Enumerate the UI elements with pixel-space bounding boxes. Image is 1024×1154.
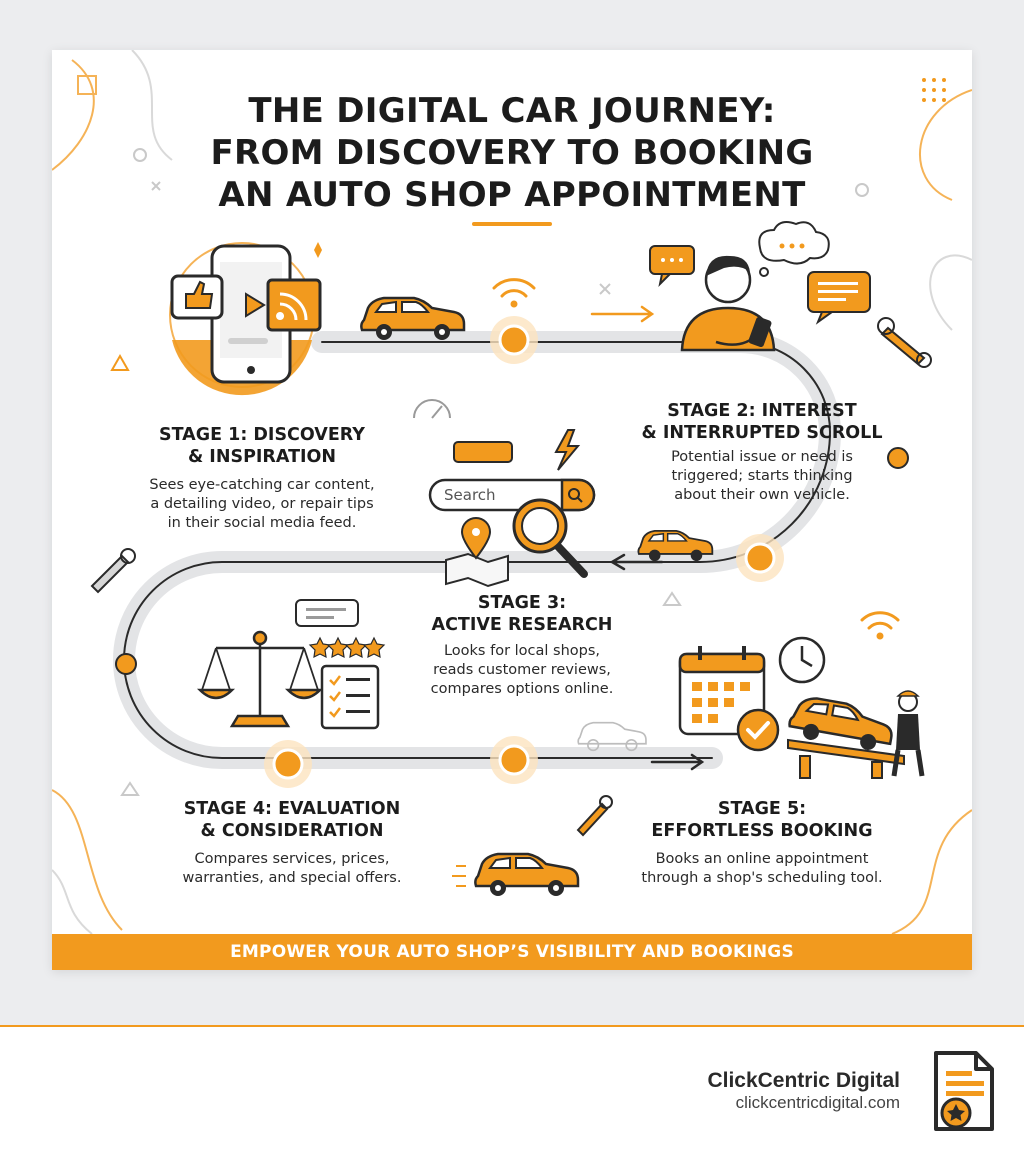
stage-1-title-line-2: & INSPIRATION (187, 447, 337, 467)
page-title: THE DIGITAL CAR JOURNEY: FROM DISCOVERY … (112, 90, 912, 216)
car-icon-bottom (474, 852, 580, 896)
car-icon (360, 296, 466, 340)
stage-3-title-line-2: ACTIVE RESEARCH (431, 615, 613, 635)
stage-1-title: STAGE 1: DISCOVERY & INSPIRATION (112, 424, 412, 468)
wrench-icon-bottom (576, 795, 613, 837)
stage-5-desc-line: Books an online appointment (655, 851, 869, 867)
wrench-icon-left (90, 548, 136, 594)
stage-3-title-line-1: STAGE 3: (477, 593, 567, 613)
person-phone-icon (680, 255, 776, 352)
stage-2-desc-line: triggered; starts thinking (671, 468, 853, 484)
stage-3-desc-line: compares options online. (430, 681, 614, 697)
title-line-2: FROM DISCOVERY TO BOOKING (210, 133, 814, 173)
milestone-nodes (115, 316, 909, 788)
stage-1-desc-line: in their social media feed. (167, 515, 357, 531)
car-outline-icon (577, 721, 647, 752)
stage-4-desc-line: Compares services, prices, (194, 851, 390, 867)
speech-bubble-icon (649, 245, 695, 288)
stage-5-title-line-2: EFFORTLESS BOOKING (651, 821, 873, 841)
stage-2-desc-line: about their own vehicle. (674, 487, 850, 503)
review-bubble-icon (295, 599, 359, 627)
stage-5-description: Books an online appointment through a sh… (602, 850, 922, 888)
stage-2-title-line-1: STAGE 2: INTEREST (667, 401, 857, 421)
decorative-marks (77, 75, 869, 796)
infographic-card: THE DIGITAL CAR JOURNEY: FROM DISCOVERY … (52, 50, 972, 970)
wifi-icon (492, 278, 536, 308)
footer-divider (0, 1025, 1024, 1027)
play-icon (245, 292, 266, 318)
stage-1-desc-line: Sees eye-catching car content, (149, 477, 375, 493)
stage-4-description: Compares services, prices, warranties, a… (132, 850, 452, 888)
clock-icon (778, 636, 826, 684)
stage-2-desc-line: Potential issue or need is (671, 449, 853, 465)
wifi-icon-right (860, 611, 900, 640)
stage-3-desc-line: Looks for local shops, (443, 643, 601, 659)
stage-4-title: STAGE 4: EVALUATION & CONSIDERATION (142, 798, 442, 842)
stage-4-title-line-1: STAGE 4: EVALUATION (183, 799, 401, 819)
stage-3-title: STAGE 3: ACTIVE RESEARCH (382, 592, 662, 636)
title-line-3: AN AUTO SHOP APPOINTMENT (218, 175, 806, 215)
stage-2-title: STAGE 2: INTEREST & INTERRUPTED SCROLL (612, 400, 912, 444)
title-line-1: THE DIGITAL CAR JOURNEY: (248, 91, 776, 131)
car-icon-small (637, 529, 714, 562)
footer: ClickCentric Digital clickcentricdigital… (0, 1027, 1024, 1154)
stage-2-title-line-2: & INTERRUPTED SCROLL (641, 423, 883, 443)
dot-grid (922, 78, 946, 102)
scales-icon (196, 630, 324, 728)
checklist-icon (320, 664, 380, 730)
stage-3-desc-line: reads customer reviews, (433, 662, 611, 678)
stage-3-description: Looks for local shops, reads customer re… (382, 642, 662, 699)
stage-2-description: Potential issue or need is triggered; st… (622, 448, 902, 505)
map-pin-icon (445, 517, 509, 588)
bottom-banner: EMPOWER YOUR AUTO SHOP’S VISIBILITY AND … (52, 934, 972, 970)
rss-icon (266, 278, 322, 332)
stage-4-title-line-2: & CONSIDERATION (200, 821, 384, 841)
thumbs-up-icon (170, 274, 224, 320)
stage-5-title: STAGE 5: EFFORTLESS BOOKING (612, 798, 912, 842)
car-lift-icon (787, 697, 905, 779)
gauge-icon (413, 399, 451, 419)
journey-artwork (52, 50, 972, 935)
brand-name: ClickCentric Digital (707, 1069, 900, 1092)
search-placeholder: Search (444, 486, 496, 504)
decorative-curves (52, 50, 972, 935)
thought-cloud-icon (758, 221, 830, 277)
stars-icon (308, 636, 386, 659)
document-star-icon (934, 1051, 994, 1131)
lightning-icon (453, 429, 581, 471)
calendar-icon (678, 646, 766, 736)
journey-path (112, 331, 842, 769)
title-underline (472, 222, 552, 226)
chat-lines-icon (807, 271, 871, 325)
wrench-icon (877, 317, 932, 368)
sparkle-icon (314, 242, 322, 258)
checkmark-icon (736, 708, 780, 752)
stage-1-desc-line: a detailing video, or repair tips (150, 496, 374, 512)
motion-lines (452, 865, 466, 887)
stage-5-title-line-1: STAGE 5: (717, 799, 807, 819)
stage-1-description: Sees eye-catching car content, a detaili… (102, 476, 422, 533)
magnifier-icon (512, 498, 588, 578)
path-arrows (590, 305, 705, 771)
stage-5-desc-line: through a shop's scheduling tool. (641, 870, 883, 886)
mechanic-icon (891, 690, 925, 777)
stage-4-desc-line: warranties, and special offers. (182, 870, 402, 886)
stage-1-title-line-1: STAGE 1: DISCOVERY (159, 425, 365, 445)
brand-url: clickcentricdigital.com (735, 1093, 900, 1112)
